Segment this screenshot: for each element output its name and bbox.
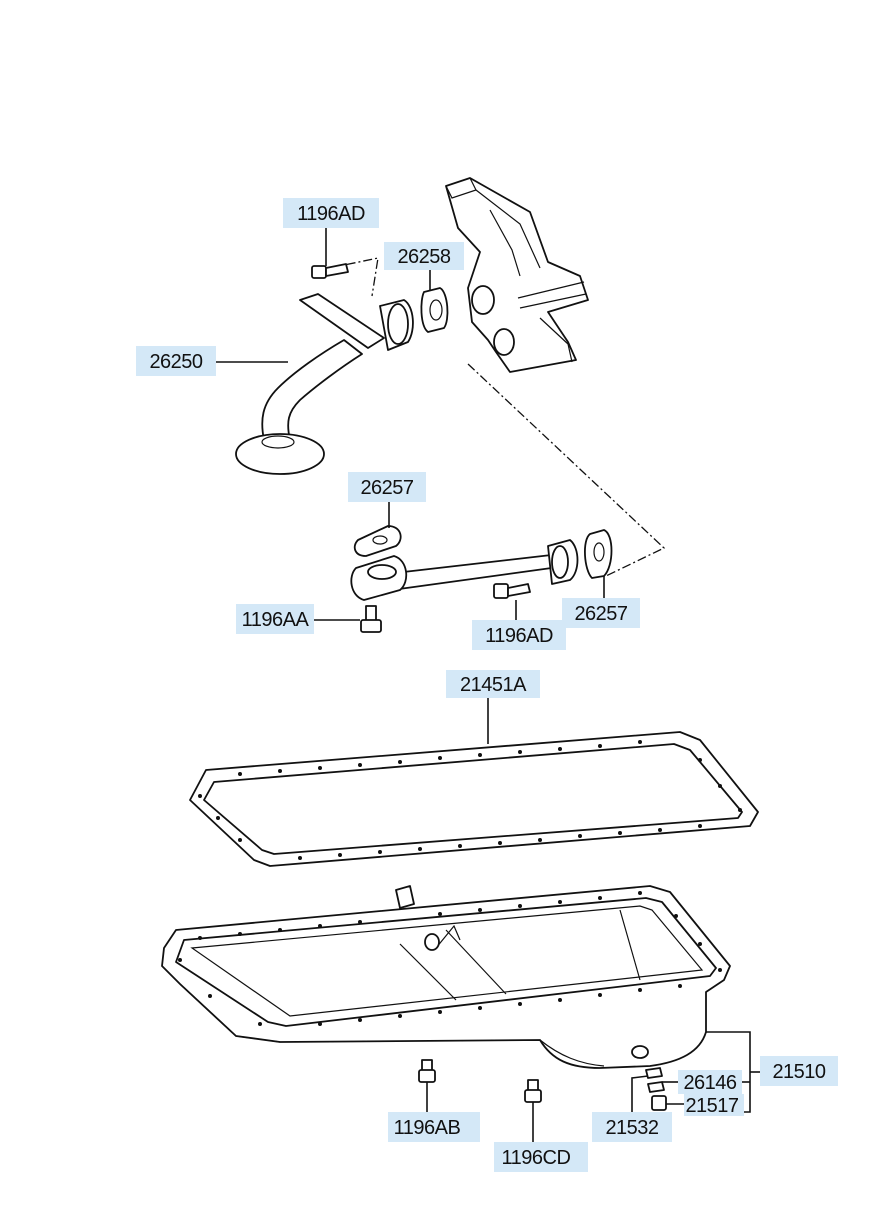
bolt-1196aa	[360, 605, 382, 633]
oil-pan-gasket-21451a	[189, 731, 759, 867]
oil-pump-body	[445, 177, 589, 373]
label-1196cd-text: 1196CD	[502, 1147, 571, 1169]
label-21517-text: 21517	[685, 1095, 738, 1117]
label-26258: 26258	[384, 242, 464, 270]
label-21510: 21510	[760, 1056, 838, 1086]
gasket-26257-upper	[353, 525, 402, 557]
label-21532: 21532	[592, 1112, 672, 1142]
oil-strainer-26250	[235, 257, 414, 475]
label-1196cd: 1196CD	[494, 1142, 588, 1172]
bolt-1196ab	[418, 1059, 436, 1083]
label-26257-lower: 26257	[562, 598, 640, 628]
label-26250-text: 26250	[149, 351, 202, 373]
label-26258-text: 26258	[397, 246, 450, 268]
oil-pan-21510	[161, 885, 731, 1069]
label-26146: 26146	[678, 1070, 742, 1094]
label-1196aa-text: 1196AA	[242, 609, 310, 631]
oil-tube	[350, 539, 579, 601]
label-1196ab-text: 1196AB	[394, 1117, 461, 1139]
label-1196aa: 1196AA	[236, 604, 314, 634]
leader-lines	[216, 228, 760, 1142]
alignment-line-pump	[467, 363, 666, 577]
label-21510-text: 21510	[772, 1061, 825, 1083]
label-1196ad-mid: 1196AD	[472, 620, 566, 650]
label-1196ad-top: 1196AD	[283, 198, 379, 228]
label-1196ad-top-text: 1196AD	[297, 203, 365, 225]
label-21451a: 21451A	[446, 670, 540, 698]
label-21451a-text: 21451A	[460, 674, 527, 696]
label-21532-text: 21532	[605, 1117, 658, 1139]
bolt-1196cd	[524, 1079, 542, 1103]
label-21517: 21517	[684, 1094, 744, 1117]
label-26257-upper-text: 26257	[360, 477, 413, 499]
bolt-1196ad-mid	[493, 583, 531, 599]
label-26250: 26250	[136, 346, 216, 376]
label-1196ad-mid-text: 1196AD	[485, 625, 553, 647]
label-26257-lower-text: 26257	[574, 603, 627, 625]
label-26257-upper: 26257	[348, 472, 426, 502]
bolt-1196ad-top	[311, 263, 349, 279]
drain-plug-parts	[645, 1067, 667, 1111]
label-1196ab: 1196AB	[388, 1112, 480, 1142]
gasket-26257-lower	[584, 529, 613, 579]
label-26146-text: 26146	[683, 1072, 736, 1094]
gasket-26258	[420, 287, 449, 333]
